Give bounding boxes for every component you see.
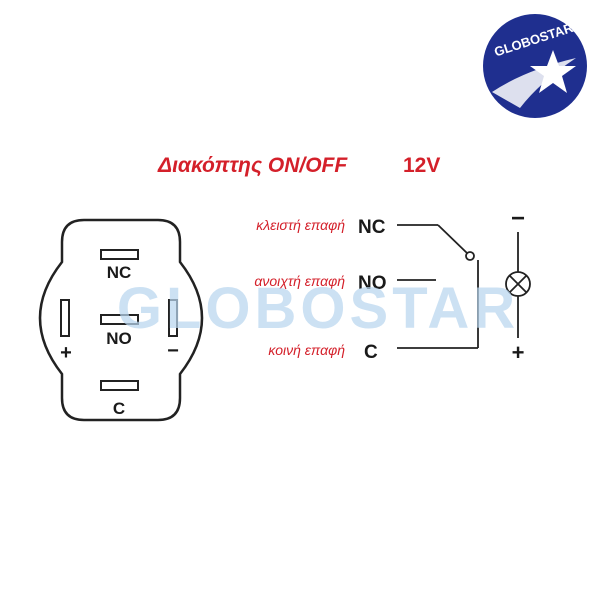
switch-pivot [465, 251, 475, 261]
nc-terminal-slot [100, 249, 139, 260]
no-terminal-slot [100, 314, 139, 325]
lamp-icon [505, 271, 531, 297]
c-terminal-slot [100, 380, 139, 391]
watermark-text: GLOBOSTAR [117, 276, 519, 341]
c-terminal-label: C [113, 399, 125, 418]
wiring-lines [397, 224, 519, 349]
lamp-cross-b [508, 274, 528, 294]
minus-terminal-label: − [167, 340, 179, 362]
no-terminal-label: NO [106, 329, 132, 348]
diagram-title: Διακόπτης ON/OFF [157, 154, 348, 177]
switch-body: NC NO C + − [38, 218, 204, 422]
common-contact-label: κοινή επαφή [268, 342, 345, 358]
nc-terminal-label: NC [107, 263, 132, 282]
wiring-nc-label: NC [358, 217, 386, 238]
switch-body-outline [38, 218, 204, 422]
lamp-minus-label: − [511, 205, 525, 232]
minus-terminal-slot [168, 299, 178, 337]
switch-lever [437, 224, 469, 255]
plus-terminal-label: + [60, 342, 72, 364]
wiring-c-label: C [364, 342, 378, 363]
lamp-plus-label: + [512, 340, 525, 365]
closed-contact-label: κλειστή επαφή [256, 217, 345, 233]
globostar-logo: GLOBOSTAR [483, 14, 587, 118]
plus-terminal-slot [60, 299, 70, 337]
open-contact-label: ανοιχτή επαφή [254, 273, 345, 289]
star-icon [530, 50, 576, 93]
voltage-label: 12V [403, 154, 440, 177]
wiring-no-label: NO [358, 273, 387, 294]
